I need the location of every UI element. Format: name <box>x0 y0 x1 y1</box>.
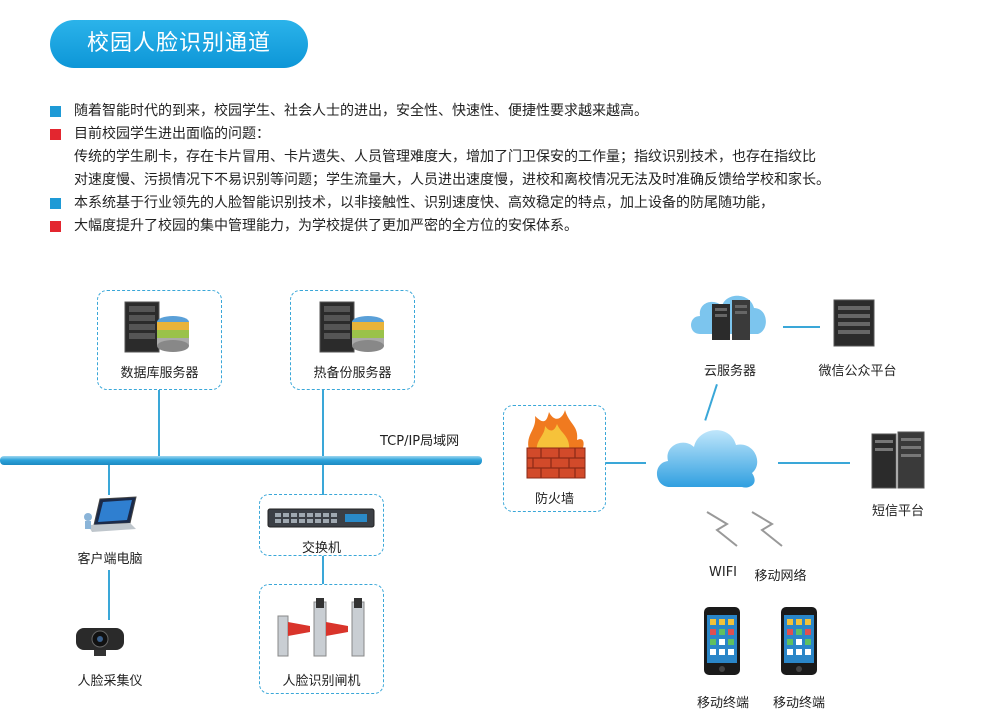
page-title: 校园人脸识别通道 <box>50 20 308 68</box>
firewall-label: 防火墙 <box>534 492 574 507</box>
backup-server-node <box>290 290 415 390</box>
bullet-marker <box>50 129 61 140</box>
mobile-signal-icon <box>751 511 783 547</box>
connector-switch <box>322 465 324 495</box>
sms-label: 短信平台 <box>871 504 924 519</box>
cloud-icon <box>656 430 758 488</box>
bullet-3: 本系统基于行业领先的人脸智能识别技术，以非接触性、识别速度快、高效稳定的特点，加… <box>50 192 970 215</box>
intro-bullets: 随着智能时代的到来，校园学生、社会人士的进出，安全性、快速性、便捷性要求越来越高… <box>50 100 970 238</box>
wechat-server-icon <box>833 299 875 347</box>
bullet-text: 大幅度提升了校园的集中管理能力，为学校提供了更加严密的全方位的安保体系。 <box>74 218 578 234</box>
db-server-node <box>97 290 222 390</box>
mobile-net-label: 移动网络 <box>754 569 807 584</box>
bullet-text: 对速度慢、污损情况下不易识别等问题；学生流量大，人员进出速度慢，进校和离校情况无… <box>74 172 830 188</box>
bullet-marker <box>50 198 61 209</box>
switch-icon <box>267 508 375 528</box>
lan-label: TCP/IP局域网 <box>380 434 460 449</box>
bullet-4: 大幅度提升了校园的集中管理能力，为学校提供了更加严密的全方位的安保体系。 <box>50 215 970 238</box>
phone-icon <box>704 607 740 675</box>
cloud-server-label: 云服务器 <box>703 364 756 379</box>
lan-bus <box>0 456 482 465</box>
connector-backup <box>322 390 324 456</box>
firewall-node <box>503 405 606 512</box>
connector-wechat <box>783 326 820 328</box>
connector-cloud-sms <box>778 462 850 464</box>
server-icon <box>319 301 384 353</box>
server-icon <box>124 301 189 353</box>
firewall-icon <box>526 410 586 479</box>
wifi-signal-icon <box>706 511 738 547</box>
face-camera-label: 人脸采集仪 <box>77 674 143 689</box>
bullet-text: 目前校园学生进出面临的问题： <box>74 126 270 142</box>
wechat-label: 微信公众平台 <box>818 364 897 379</box>
gate-icon <box>277 598 365 657</box>
db-server-label: 数据库服务器 <box>120 366 199 381</box>
sms-server-icon <box>871 431 925 489</box>
connector-camera <box>108 570 110 620</box>
connector-client <box>108 465 110 495</box>
cloud-server-icon <box>691 295 766 340</box>
phone-icon <box>781 607 817 675</box>
bullet-2: 目前校园学生进出面临的问题： 传统的学生刷卡，存在卡片冒用、卡片遗失、人员管理难… <box>50 123 970 192</box>
bullet-1: 随着智能时代的到来，校园学生、社会人士的进出，安全性、快速性、便捷性要求越来越高… <box>50 100 970 123</box>
bullet-text: 本系统基于行业领先的人脸智能识别技术，以非接触性、识别速度快、高效稳定的特点，加… <box>74 195 774 211</box>
backup-server-label: 热备份服务器 <box>313 366 392 381</box>
client-pc-label: 客户端电脑 <box>77 552 143 567</box>
laptop-icon <box>84 496 137 532</box>
connector-firewall-cloud <box>606 462 646 464</box>
bullet-text: 传统的学生刷卡，存在卡片冒用、卡片遗失、人员管理难度大，增加了门卫保安的工作量；… <box>74 149 816 165</box>
camera-icon <box>76 628 124 656</box>
switch-node <box>259 494 384 556</box>
wifi-label: WIFI <box>709 565 737 580</box>
switch-label: 交换机 <box>301 541 341 556</box>
terminal-2-label: 移动终端 <box>772 696 825 711</box>
connector-gate <box>322 556 324 584</box>
bullet-marker <box>50 106 61 117</box>
terminal-1-label: 移动终端 <box>696 696 749 711</box>
bullet-marker <box>50 221 61 232</box>
face-gate-label: 人脸识别闸机 <box>282 674 361 689</box>
bullet-text: 随着智能时代的到来，校园学生、社会人士的进出，安全性、快速性、便捷性要求越来越高… <box>74 103 648 119</box>
face-gate-node <box>259 584 384 694</box>
connector-db <box>158 390 160 456</box>
